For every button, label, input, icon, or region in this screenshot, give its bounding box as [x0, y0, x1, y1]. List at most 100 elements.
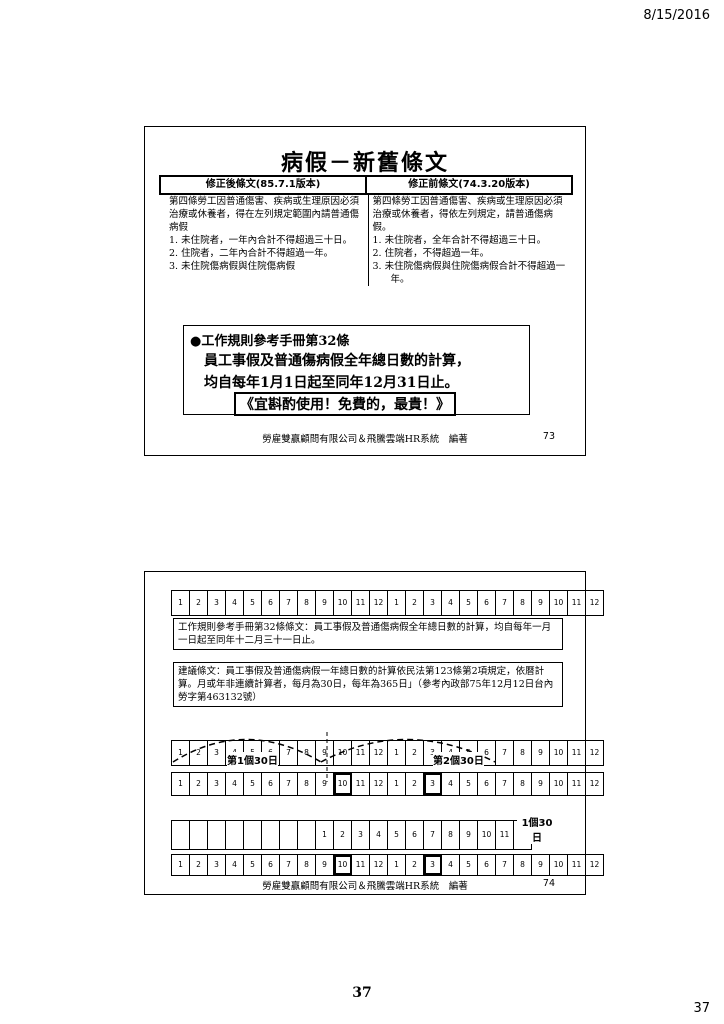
calendar-cell [226, 821, 244, 849]
calendar-cell: 12 [370, 855, 388, 875]
calendar-cell: 6 [478, 741, 496, 765]
calendar-cell: 3 [208, 741, 226, 765]
calendar-cell: 12 [370, 591, 388, 615]
calendar-cell [262, 821, 280, 849]
one-30-label: 1個30日 [517, 814, 557, 844]
new-item: 1. 未住院者，一年內合計不得超過三十日。 [169, 235, 353, 246]
calendar-cell: 9 [532, 773, 550, 795]
slide-title: 病假－新舊條文 [280, 150, 449, 176]
calendar-cell: 1 [388, 855, 406, 875]
calendar-cell: 9 [316, 741, 334, 765]
calendar-cell: 11 [352, 855, 370, 875]
calendar-cell: 11 [568, 591, 586, 615]
calendar-cell [280, 821, 298, 849]
calendar-cell: 10 [550, 591, 568, 615]
new-column-header: 修正後條文(85.7.1版本) [161, 177, 367, 193]
calendar-cell: 3 [208, 591, 226, 615]
calendar-cell: 5 [460, 773, 478, 795]
calendar-cell: 7 [496, 773, 514, 795]
new-item: 2. 住院者，二年內合計不得超過一年。 [169, 248, 334, 259]
calendar-cell [244, 821, 262, 849]
calendar-cell: 8 [514, 773, 532, 795]
callout-box: ●工作規則參考手冊第32條 員工事假及普通傷病假全年總日數的計算， 均自每年1月… [183, 325, 530, 416]
calendar-cell: 3 [352, 821, 370, 849]
calendar-cell: 2 [190, 741, 208, 765]
calendar-cell: 9 [460, 821, 478, 849]
callout-line: ●工作規則參考手冊第32條 [190, 334, 350, 349]
old-intro: 第四條勞工因普通傷害、疾病或生理原因必須治療或休養者，得依左列規定，請普通傷病假… [372, 196, 563, 233]
comparison-columns: 第四條勞工因普通傷害、疾病或生理原因必須治療或休養者，得在左列規定範圍內請普通傷… [165, 195, 571, 286]
second-arc [320, 738, 496, 763]
calendar-cell: 6 [478, 591, 496, 615]
calendar-cell: 11 [568, 741, 586, 765]
calendar-cell: 2 [190, 773, 208, 795]
calendar-cell: 6 [478, 773, 496, 795]
calendar-cell: 12 [589, 748, 600, 757]
calendar-cell: 5 [460, 591, 478, 615]
column-headers: 修正後條文(85.7.1版本) 修正前條文(74.3.20版本) [159, 175, 573, 195]
old-text: 第四條勞工因普通傷害、疾病或生理原因必須治療或休養者，得依左列規定，請普通傷病假… [369, 195, 572, 286]
old-column-header: 修正前條文(74.3.20版本) [408, 179, 530, 190]
slide-footer: 勞雇雙贏顧問有限公司＆飛騰雲端HR系統 編著 73 [145, 431, 585, 445]
calendar-cell: 8 [442, 821, 460, 849]
calendar-cell: 2 [190, 855, 208, 875]
callout-slogan: 《宜斟酌使用！免費的，最貴！》 [234, 392, 456, 416]
new-item: 3. 未住院傷病假與住院傷病假 [169, 261, 296, 272]
calendar-cell: 8 [298, 591, 316, 615]
calendar-cell: 1 [388, 773, 406, 795]
calendar-cell: 3 [208, 855, 226, 875]
calendar-cell: 11 [496, 821, 514, 849]
calendar-cell: 2 [406, 591, 424, 615]
new-text: 第四條勞工因普通傷害、疾病或生理原因必須治療或休養者，得在左列規定範圍內請普通傷… [165, 195, 369, 286]
calendar-cell [298, 821, 316, 849]
calendar-cell: 3 [424, 591, 442, 615]
calendar-cell: 6 [262, 855, 280, 875]
calendar-cell: 1 [172, 591, 190, 615]
calendar-cell: 2 [190, 591, 208, 615]
calendar-cell: 7 [496, 741, 514, 765]
calendar-cell: 4 [226, 591, 244, 615]
calendar-cell: 12 [370, 773, 388, 795]
calendar-cell: 11 [568, 855, 586, 875]
calendar-cell: 9 [532, 855, 550, 875]
calendar-cell: 6 [478, 855, 496, 875]
old-item: 2. 住院者，不得超過一年。 [372, 248, 490, 259]
center-page-number: 37 [352, 985, 372, 1001]
calendar-cell: 7 [280, 855, 298, 875]
old-item: 1. 未住院者，全年合計不得超過三十日。 [372, 235, 547, 246]
calendar-cell [172, 821, 190, 849]
calendar-cell: 1 [172, 773, 190, 795]
calendar-cell: 9 [316, 773, 334, 795]
footer-text: 勞雇雙贏顧問有限公司＆飛騰雲端HR系統 編著 [262, 881, 468, 892]
calendar-cell: 5 [244, 773, 262, 795]
second-30-label: 第2個30日 [433, 752, 484, 767]
calendar-cell: 9 [532, 741, 550, 765]
calendar-cell: 7 [280, 741, 298, 765]
calendar-cell: 7 [424, 821, 442, 849]
calendar-cell: 7 [496, 855, 514, 875]
calendar-cell: 12 [589, 598, 600, 607]
new-intro: 第四條勞工因普通傷害、疾病或生理原因必須治療或休養者，得在左列規定範圍內請普通傷… [169, 196, 360, 233]
calendar-cell: 2 [406, 773, 424, 795]
calendar-cell: 12 [370, 741, 388, 765]
calendar-cell: 3 [424, 773, 442, 795]
calendar-cell: 8 [298, 773, 316, 795]
calendar-cell: 10 [550, 855, 568, 875]
calendar-cell: 4 [442, 855, 460, 875]
calendar-cell: 12 [589, 860, 600, 869]
calendar-cell: 9 [316, 855, 334, 875]
calendar-cell: 5 [244, 855, 262, 875]
calendar-cell: 8 [514, 741, 532, 765]
callout-line: 均自每年1月1日起至同年12月31日止。 [204, 375, 459, 391]
calendar-cell: 11 [568, 773, 586, 795]
calendar-cell: 4 [442, 591, 460, 615]
calendar-cell: 6 [262, 773, 280, 795]
calendar-cell: 11 [352, 741, 370, 765]
calendar-cell: 10 [550, 773, 568, 795]
first-30-label: 第1個30日 [227, 752, 278, 767]
suggested-note: 建議條文：員工事假及普通傷病假一年總日數的計算依民法第123條第2項規定，依曆計… [173, 662, 563, 707]
callout-line: 員工事假及普通傷病假全年總日數的計算， [204, 353, 470, 369]
calendar-cell: 7 [280, 773, 298, 795]
